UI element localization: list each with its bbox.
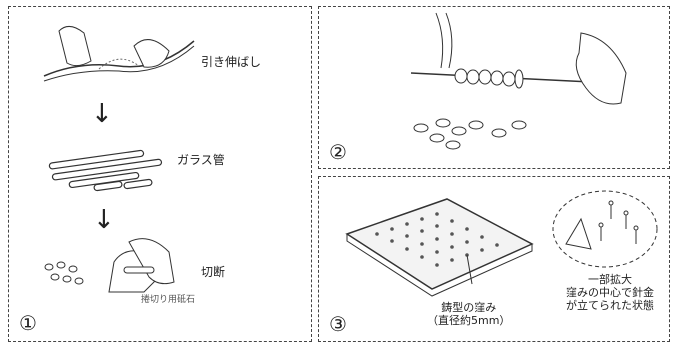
mold-label-text: 鋳型の窪み xyxy=(441,301,497,314)
down-arrow-icon: ↓ xyxy=(93,205,115,235)
tool-label: 捲切り用砥石 xyxy=(141,295,196,305)
zoom-circle-illustration xyxy=(552,190,658,268)
panel-1-number: ① xyxy=(19,311,37,335)
zoom-line-2: が立てられた状態 xyxy=(566,299,654,312)
zoom-caption: 一部拡大 窪みの中心で針金 が立てられた状態 xyxy=(551,273,669,312)
panel-3: 鋳型の窪み （直径約5mm） 一部拡大 窪みの中心で針金 が立てられた状態 ③ xyxy=(318,176,670,342)
panel-2: ② xyxy=(318,6,670,169)
zoom-line-1: 窪みの中心で針金 xyxy=(566,286,654,299)
cutting-illustration xyxy=(44,238,175,293)
mold-illustration xyxy=(345,198,534,297)
down-arrow-icon: ↓ xyxy=(91,99,113,129)
stretching-illustration xyxy=(43,26,195,82)
zoom-title: 一部拡大 xyxy=(588,273,632,286)
mold-label: 鋳型の窪み （直径約5mm） xyxy=(427,301,510,327)
step-cutting-label: 切断 xyxy=(201,265,226,279)
step-glass-tube-label: ガラス管 xyxy=(177,153,225,167)
mold-size-text: （直径約5mm） xyxy=(427,314,511,327)
panel-1: 引き伸ばし ↓ ガラス管 ↓ 切断 捲切り用砥石 ① xyxy=(8,6,312,342)
panel-3-number: ③ xyxy=(329,312,347,336)
glass-tubes-illustration xyxy=(48,149,163,192)
step-stretching-label: 引き伸ばし xyxy=(201,55,262,69)
panel-2-number: ② xyxy=(329,140,347,164)
bead-winding-illustration xyxy=(410,12,627,150)
